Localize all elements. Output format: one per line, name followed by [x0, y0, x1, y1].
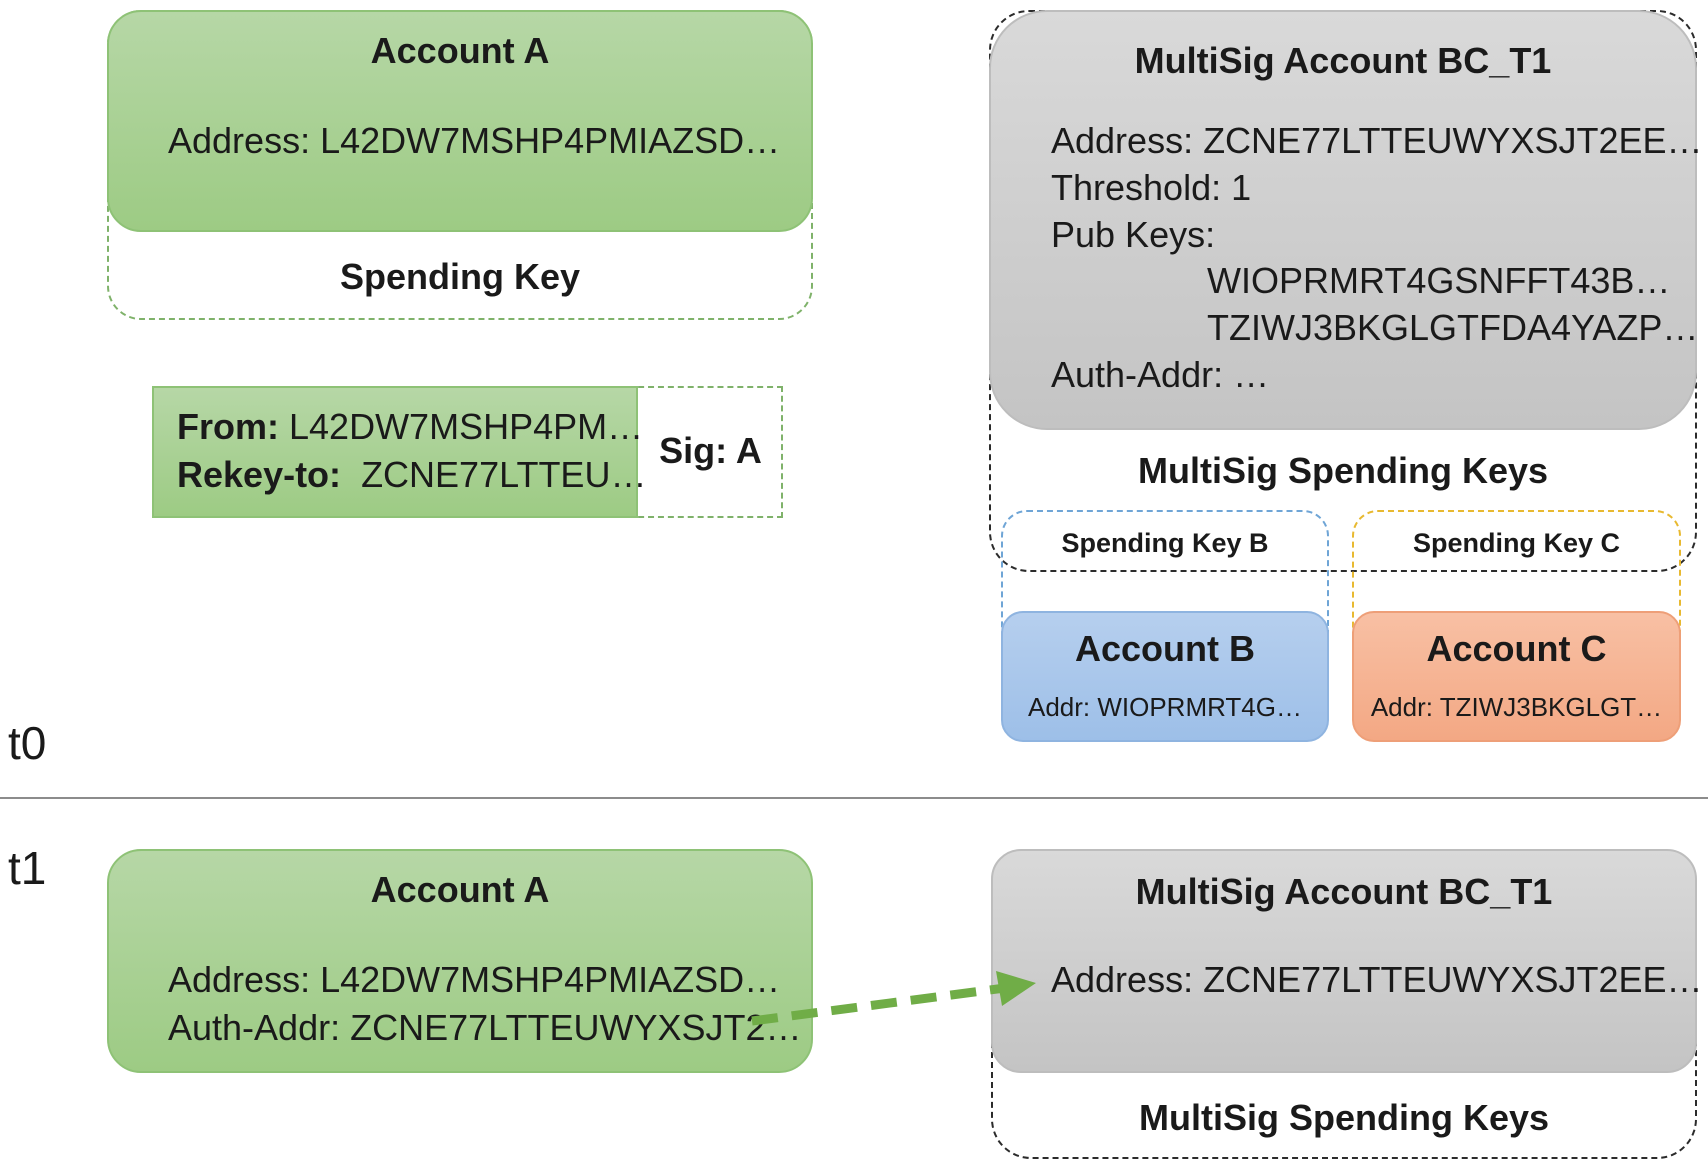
time-label-t1: t1: [8, 842, 47, 894]
multisig-pub-keys-label: Pub Keys:: [1051, 214, 1216, 255]
rekey-transaction-box: [152, 386, 638, 518]
account-c-addr: Addr: TZIWJ3BKGLGT…: [1370, 692, 1663, 722]
multisig-pub-key-2: TZIWJ3BKGLGTFDA4YAZP…: [1207, 307, 1699, 348]
spending-key-a-label: Spending Key: [339, 256, 581, 297]
account-b-box: [1001, 611, 1329, 742]
account-a-box: [107, 10, 813, 232]
multisig-spending-keys-label: MultiSig Spending Keys: [1137, 450, 1549, 491]
account-a-address: Address: L42DW7MSHP4PMIAZSD…: [168, 120, 781, 161]
from-label: From:: [177, 406, 279, 447]
account-a-address-t1: Address: L42DW7MSHP4PMIAZSD…: [168, 959, 781, 1000]
transaction-from: From: L42DW7MSHP4PM…: [177, 406, 643, 448]
multisig-account-box-t1: [991, 849, 1697, 1073]
spending-key-c-label: Spending Key C: [1412, 528, 1621, 558]
account-b-addr: Addr: WIOPRMRT4G…: [1027, 692, 1302, 722]
multisig-title-t1: MultiSig Account BC_T1: [1135, 871, 1553, 912]
signature-label: Sig: A: [659, 430, 762, 471]
auth-addr-arrow-head: [996, 971, 1036, 1006]
from-value: L42DW7MSHP4PM…: [289, 406, 644, 447]
transaction-rekey-to: Rekey-to: ZCNE77LTTEU…: [177, 454, 646, 496]
multisig-spending-keys-label-t1: MultiSig Spending Keys: [1138, 1097, 1550, 1138]
time-divider: [0, 797, 1708, 799]
auth-addr-arrow-line: [751, 983, 1006, 1026]
account-a-box-t1: [107, 849, 813, 1073]
multisig-title: MultiSig Account BC_T1: [1134, 40, 1552, 81]
time-label-t0: t0: [8, 717, 47, 769]
spending-key-b-label: Spending Key B: [1061, 528, 1269, 558]
multisig-address: Address: ZCNE77LTTEUWYXSJT2EE…: [1051, 120, 1703, 161]
account-a-title: Account A: [370, 30, 550, 71]
multisig-threshold: Threshold: 1: [1051, 167, 1252, 208]
multisig-account-box: [989, 10, 1697, 430]
account-b-title: Account B: [1075, 628, 1255, 669]
account-c-title: Account C: [1426, 628, 1607, 669]
rekey-to-value: ZCNE77LTTEU…: [361, 454, 647, 495]
account-c-box: [1352, 611, 1681, 742]
rekey-to-label: Rekey-to:: [177, 454, 342, 495]
multisig-pub-key-1: WIOPRMRT4GSNFFT43B…: [1207, 260, 1671, 301]
multisig-address-t1: Address: ZCNE77LTTEUWYXSJT2EE…: [1051, 959, 1703, 1000]
account-a-title-t1: Account A: [370, 869, 550, 910]
multisig-auth-addr: Auth-Addr: …: [1051, 354, 1270, 395]
account-a-auth-addr-t1: Auth-Addr: ZCNE77LTTEUWYXSJT2…: [168, 1007, 802, 1048]
